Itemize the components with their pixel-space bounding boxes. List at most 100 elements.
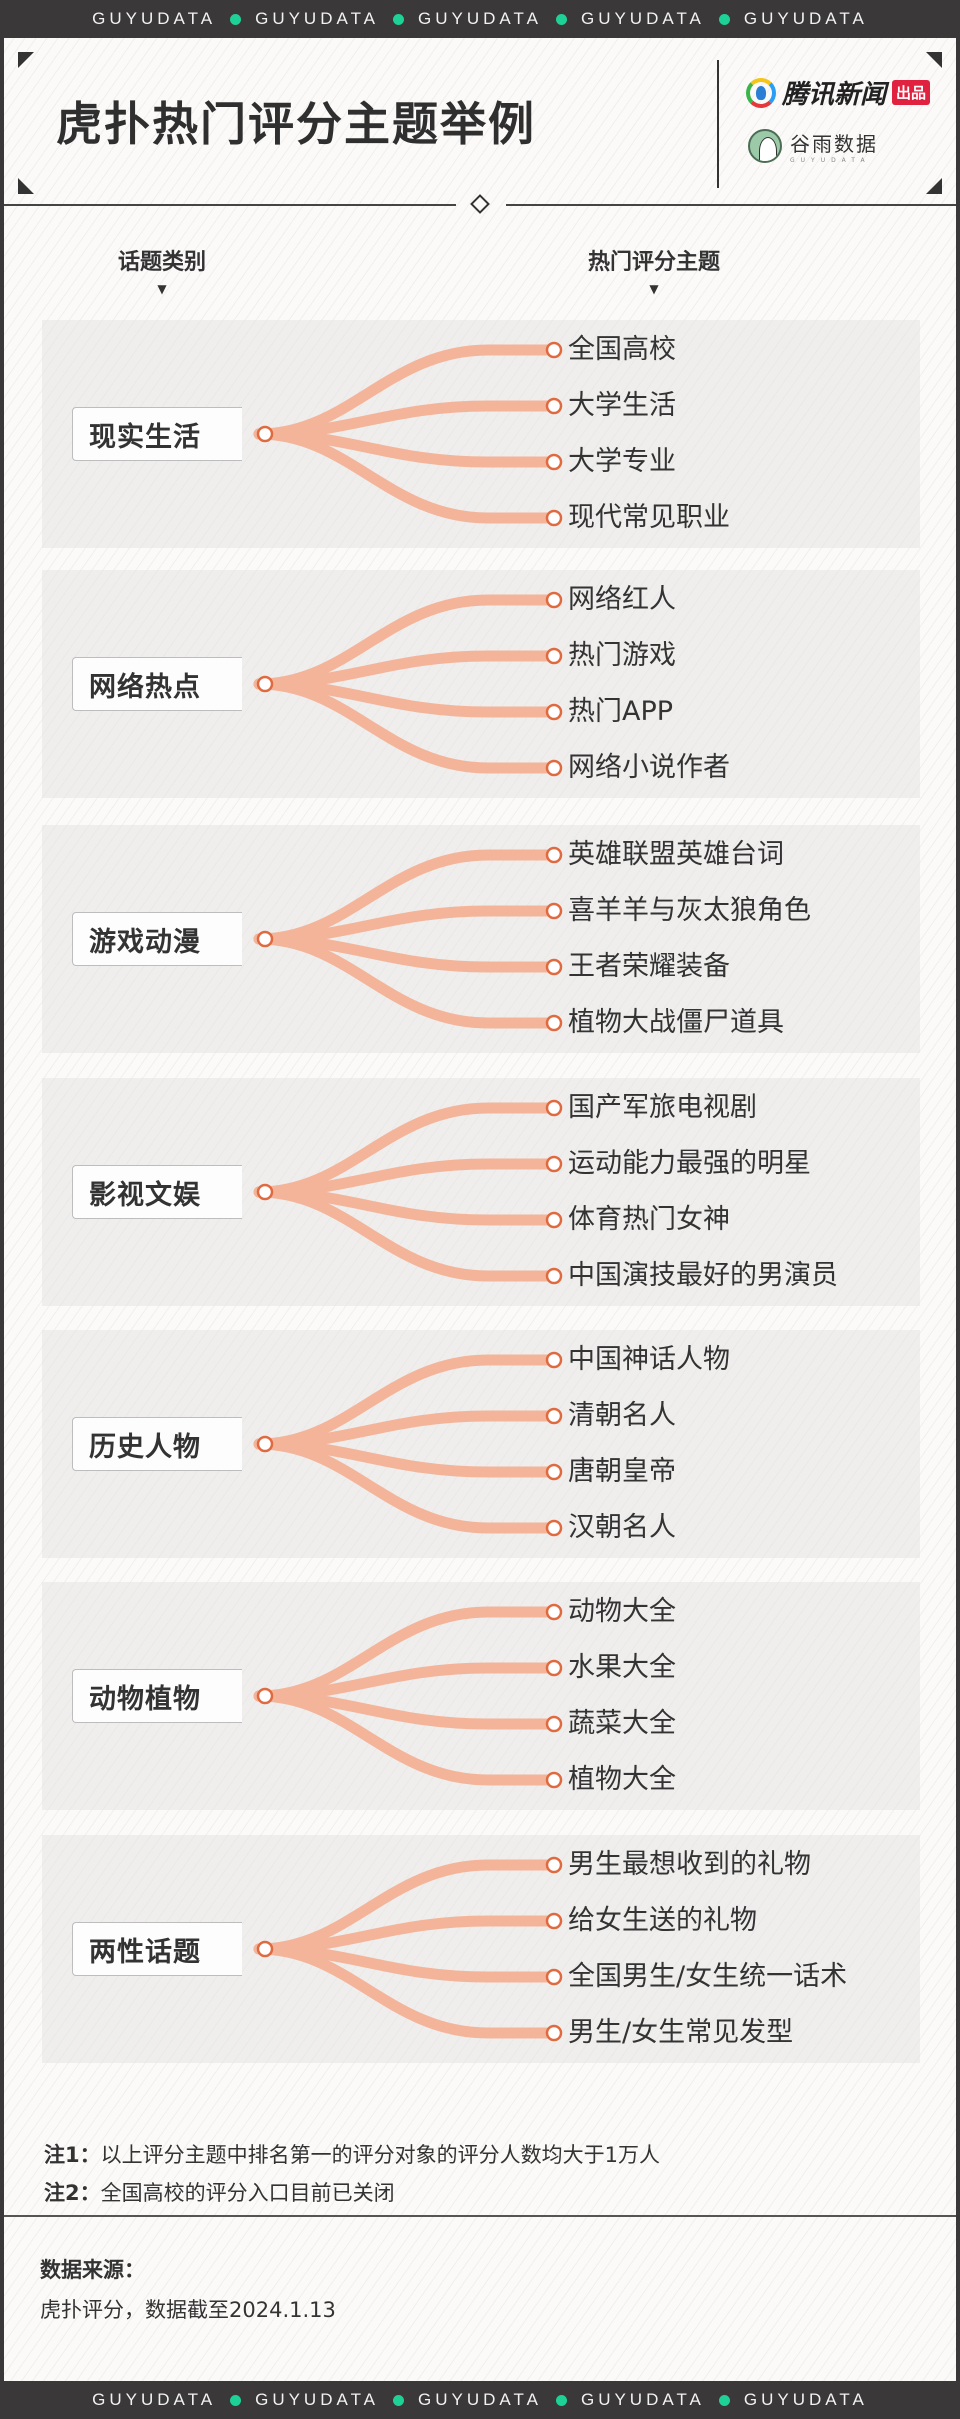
topic-item: 全国高校 (568, 334, 676, 365)
topic-item: 汉朝名人 (568, 1512, 676, 1543)
topic-item: 唐朝皇帝 (568, 1456, 676, 1487)
topic-item: 中国神话人物 (568, 1344, 730, 1375)
topic-item: 王者荣耀装备 (568, 951, 730, 982)
column-header-category: 话题类别 ▼ (102, 244, 222, 296)
page-title: 虎扑热门评分主题举例 (56, 97, 536, 151)
category-label: 现实生活 (89, 421, 201, 453)
topic-item: 清朝名人 (568, 1400, 676, 1431)
leaf-node-icon (545, 1211, 563, 1229)
leaf-node-icon (545, 703, 563, 721)
topic-group: 历史人物中国神话人物清朝名人唐朝皇帝汉朝名人 (42, 1330, 920, 1558)
source-node-icon (256, 1940, 274, 1958)
category-label: 动物植物 (89, 1683, 201, 1715)
leaf-node-icon (545, 591, 563, 609)
topic-group: 动物植物动物大全水果大全蔬菜大全植物大全 (42, 1582, 920, 1810)
topic-item: 现代常见职业 (568, 502, 730, 533)
leaf-node-icon (545, 1014, 563, 1032)
topic-group: 游戏动漫英雄联盟英雄台词喜羊羊与灰太狼角色王者荣耀装备植物大战僵尸道具 (42, 825, 920, 1053)
topic-item: 网络红人 (568, 584, 676, 615)
infographic-sheet: 虎扑热门评分主题举例 腾讯新闻 出品 谷雨数据 GUYUDATA 话题类别 ▼ … (4, 38, 956, 2381)
leaf-node-icon (545, 1603, 563, 1621)
source-node-icon (256, 675, 274, 693)
topic-item: 男生/女生常见发型 (568, 2017, 794, 2048)
leaf-node-icon (545, 1968, 563, 1986)
topic-item: 国产军旅电视剧 (568, 1092, 757, 1123)
tencent-news-icon (746, 77, 776, 108)
topic-item: 喜羊羊与灰太狼角色 (568, 895, 811, 926)
leaf-node-icon (545, 1463, 563, 1481)
guyu-data-en: GUYUDATA (790, 157, 871, 164)
dot-icon (555, 13, 567, 25)
produced-badge: 出品 (892, 80, 931, 105)
banner-word: GUYUDATA (255, 9, 380, 28)
category-tag: 现实生活 (72, 407, 242, 461)
leaf-node-icon (545, 1519, 563, 1537)
category-tag: 影视文娱 (72, 1165, 242, 1219)
data-source: 数据来源： 虎扑评分，数据截至2024.1.13 (40, 2250, 336, 2330)
topic-item: 体育热门女神 (568, 1204, 730, 1235)
topic-item: 热门游戏 (568, 640, 676, 671)
leaf-node-icon (545, 509, 563, 527)
leaf-node-icon (545, 1407, 563, 1425)
header-rule (4, 204, 456, 206)
corner-mark-icon (926, 178, 942, 194)
leaf-node-icon (545, 1856, 563, 1874)
topic-item: 大学生活 (568, 390, 676, 421)
tencent-news-logo: 腾讯新闻 出品 (746, 74, 931, 111)
topic-group: 影视文娱国产军旅电视剧运动能力最强的明星体育热门女神中国演技最好的男演员 (42, 1078, 920, 1306)
topic-item: 运动能力最强的明星 (568, 1148, 811, 1179)
leaf-node-icon (545, 1912, 563, 1930)
leaf-node-icon (545, 1155, 563, 1173)
category-label: 网络热点 (89, 671, 201, 703)
topic-group: 现实生活 全国高校大学生活大学专业现代常见职业 (42, 320, 920, 548)
topic-item: 植物大战僵尸道具 (568, 1007, 784, 1038)
category-label: 游戏动漫 (89, 926, 201, 958)
banner-word: GUYUDATA (92, 2390, 217, 2409)
dot-icon (555, 2394, 567, 2406)
category-tag: 两性话题 (72, 1922, 242, 1976)
header-rule (506, 204, 956, 206)
leaf-node-icon (545, 1351, 563, 1369)
tencent-news-name: 腾讯新闻 (782, 80, 887, 110)
dot-icon (393, 2394, 405, 2406)
banner-word: GUYUDATA (92, 9, 217, 28)
corner-mark-icon (926, 52, 942, 68)
leaf-node-icon (545, 1659, 563, 1677)
footer-rule (4, 2215, 956, 2217)
category-tag: 游戏动漫 (72, 912, 242, 966)
source-node-icon (256, 1183, 274, 1201)
leaf-node-icon (545, 397, 563, 415)
leaf-node-icon (545, 902, 563, 920)
banner-word: GUYUDATA (580, 9, 705, 28)
banner-word: GUYUDATA (418, 2390, 542, 2409)
topic-group: 网络热点 网络红人热门游戏热门APP 网络小说作者 (42, 570, 920, 798)
leaf-node-icon (545, 759, 563, 777)
topic-item: 植物大全 (568, 1764, 676, 1795)
leaf-node-icon (545, 647, 563, 665)
leaf-node-icon (545, 1715, 563, 1733)
banner-word: GUYUDATA (580, 2390, 705, 2409)
corner-mark-icon (18, 52, 34, 68)
guyu-data-name: 谷雨数据 (790, 132, 878, 156)
banner-word: GUYUDATA (743, 9, 868, 28)
banner-word: GUYUDATA (418, 9, 542, 28)
banner-word: GUYUDATA (255, 2390, 380, 2409)
leaf-node-icon (545, 1771, 563, 1789)
leaf-node-icon (545, 2024, 563, 2042)
data-source-heading: 数据来源： (40, 2258, 145, 2282)
top-banner: GUYUDATA GUYUDATA GUYUDATA GUYUDATA GUYUDATA (0, 0, 960, 38)
topic-item: 热门APP (568, 696, 674, 727)
category-label: 两性话题 (89, 1936, 201, 1968)
topic-item: 动物大全 (568, 1596, 676, 1627)
source-node-icon (256, 1687, 274, 1705)
leaf-node-icon (545, 1099, 563, 1117)
topic-item: 大学专业 (568, 446, 676, 477)
topic-item: 男生最想收到的礼物 (568, 1849, 811, 1880)
topic-item: 网络小说作者 (568, 752, 730, 783)
guyu-bird-icon (748, 129, 782, 163)
corner-mark-icon (18, 178, 34, 194)
topic-item: 给女生送的礼物 (568, 1905, 757, 1936)
footnotes: 注1：以上评分主题中排名第一的评分对象的评分人数均大于1万人 注2：全国高校的评… (44, 2136, 660, 2212)
down-triangle-icon: ▼ (649, 282, 659, 296)
